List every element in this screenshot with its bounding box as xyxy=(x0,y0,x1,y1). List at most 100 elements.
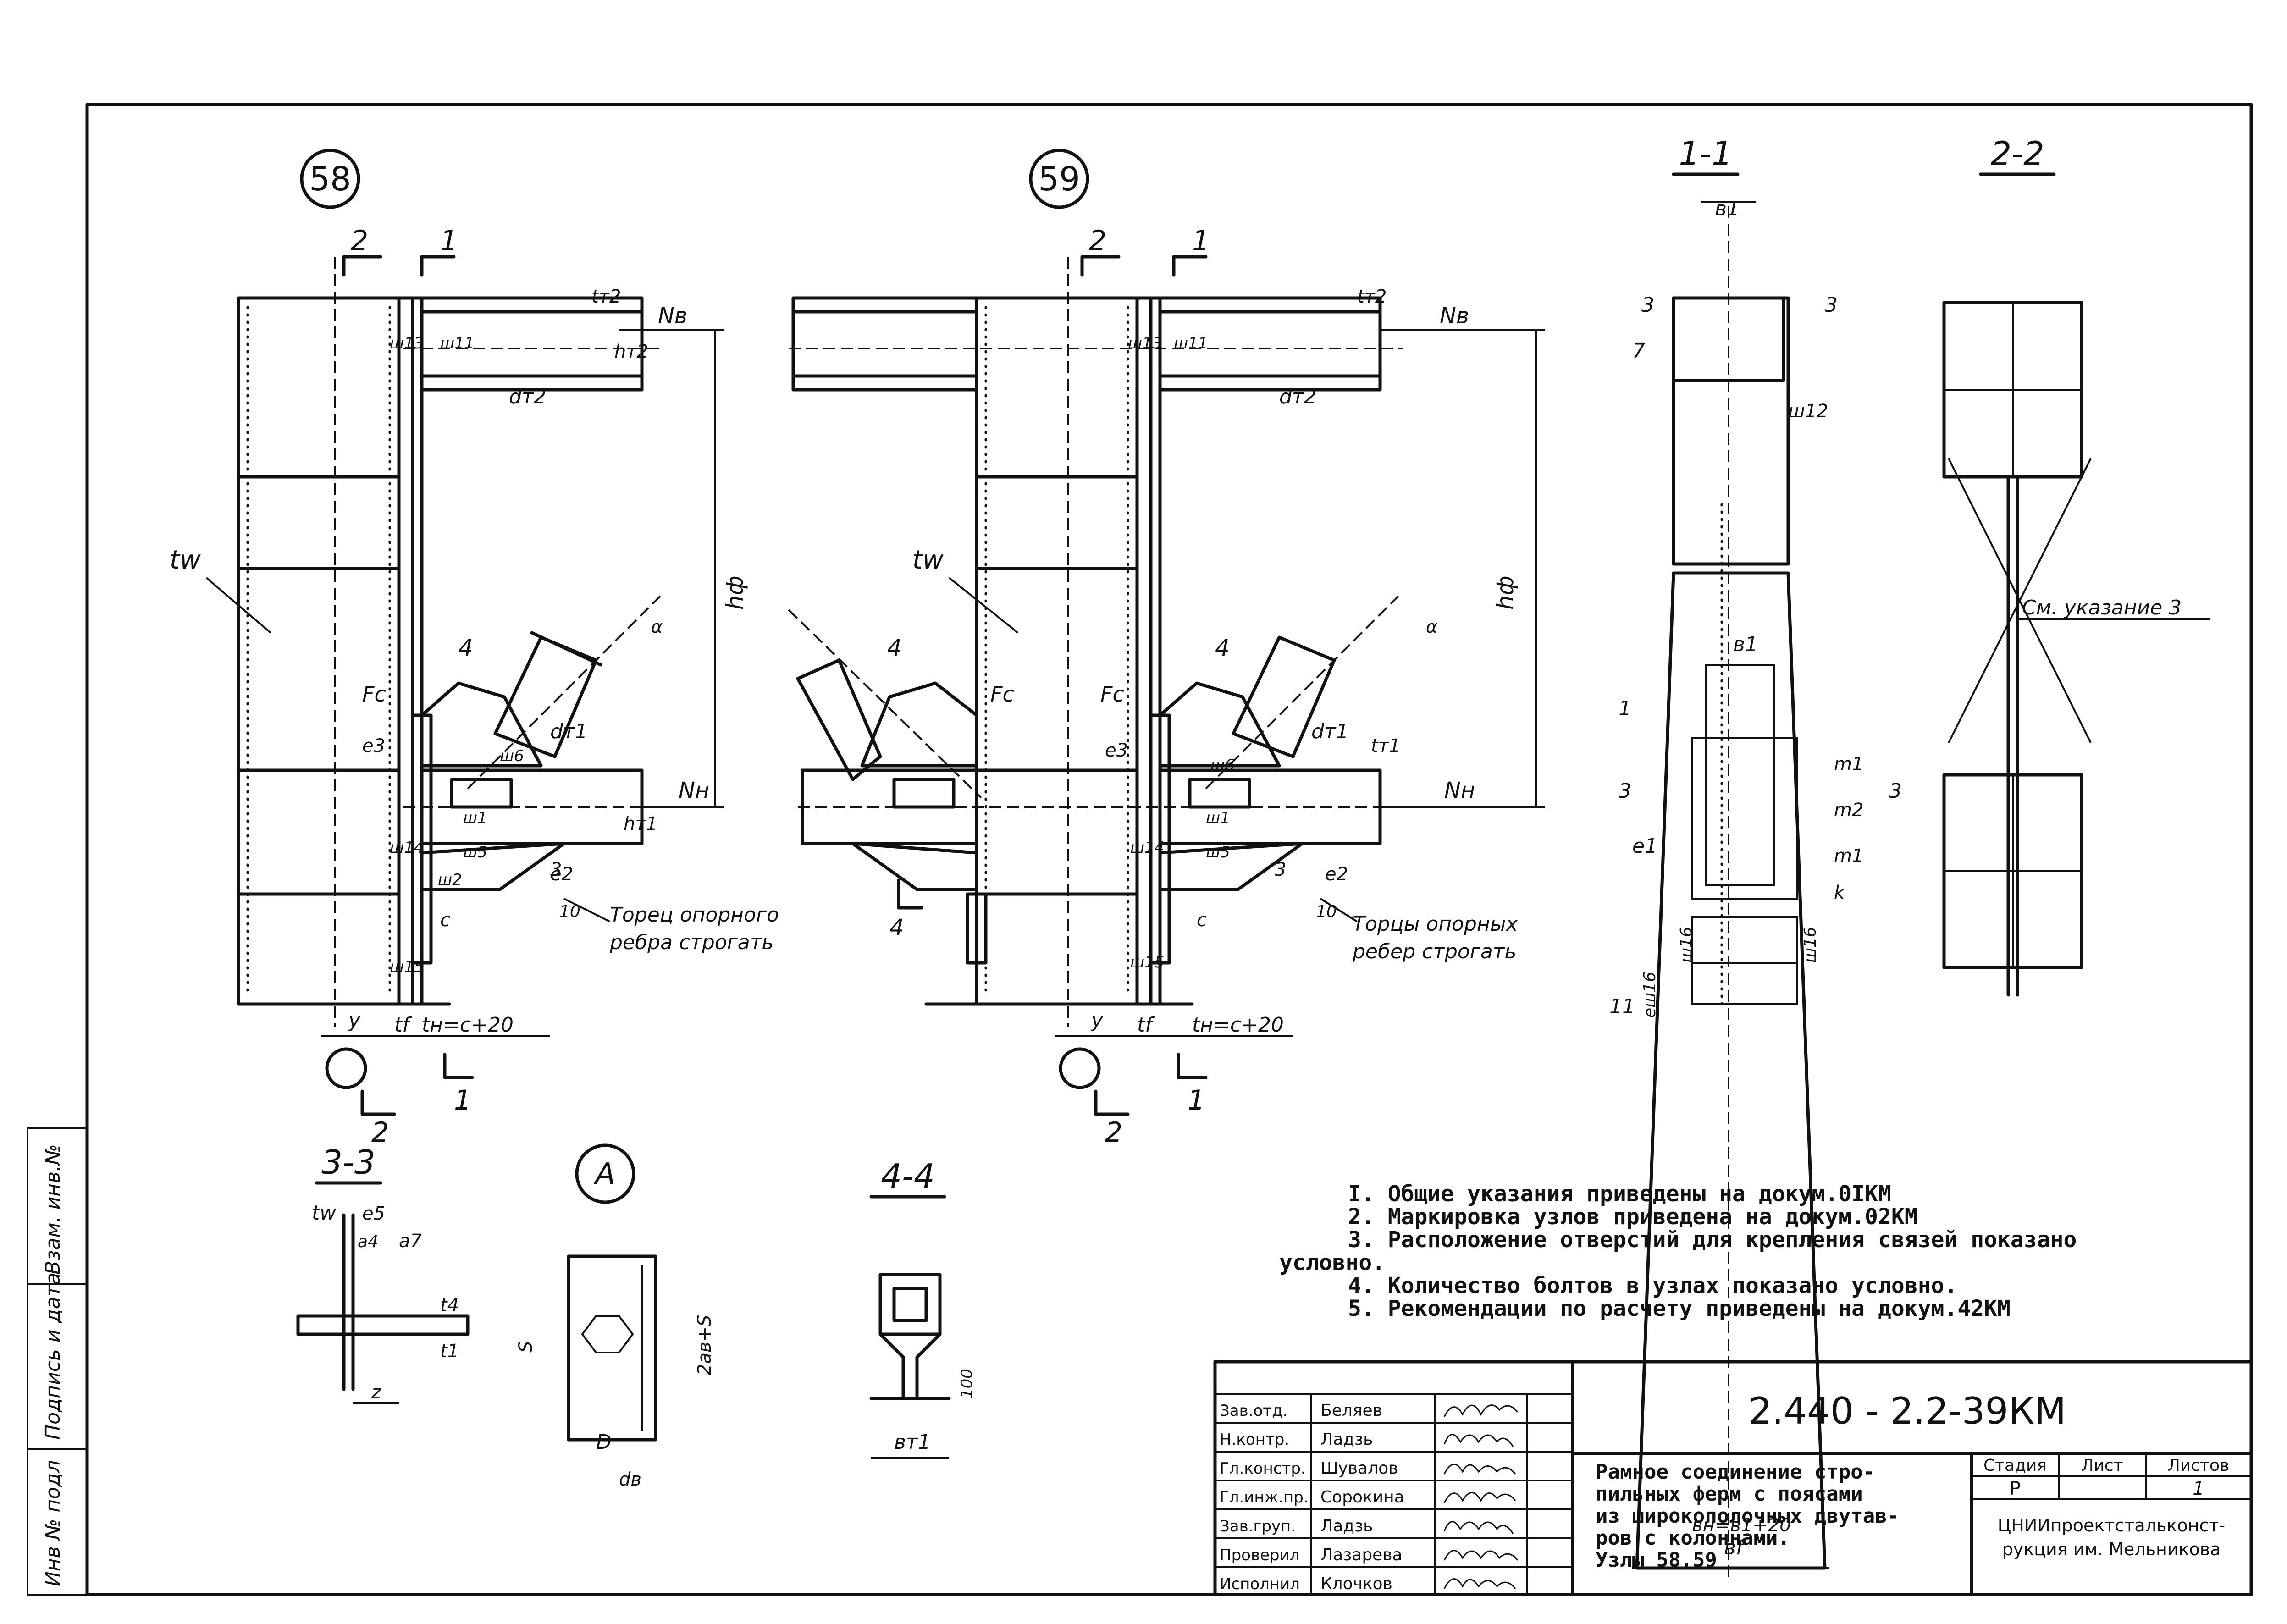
doc-code: 2.440 - 2.2-39КМ xyxy=(1749,1390,2066,1432)
svg-text:Сорокина: Сорокина xyxy=(1320,1488,1404,1507)
svg-text:k: k xyxy=(1834,882,1845,903)
svg-text:Клочков: Клочков xyxy=(1320,1574,1392,1593)
dim-hf-58: hф xyxy=(722,576,748,610)
svg-text:в1: в1 xyxy=(1715,197,1740,221)
node-58: 58 hф 2 xyxy=(170,149,779,1149)
svg-text:hт1: hт1 xyxy=(624,813,657,834)
svg-text:ш14: ш14 xyxy=(1130,839,1164,857)
svg-text:tт2: tт2 xyxy=(1357,286,1387,307)
detail-A: A S 2aв+S D dв xyxy=(515,1143,715,1490)
svg-text:α: α xyxy=(1426,617,1437,637)
svg-text:Зав.отд.: Зав.отд. xyxy=(1220,1402,1287,1420)
svg-text:4-4: 4-4 xyxy=(881,1157,935,1195)
svg-text:Н.контр.: Н.контр. xyxy=(1220,1431,1289,1449)
svg-text:11: 11 xyxy=(1609,995,1635,1018)
section-3-3: 3-3 tw e5 a7 a4 t4 t1 z xyxy=(296,1143,470,1404)
node-59-label: 59 xyxy=(1038,160,1080,198)
svg-text:dт1: dт1 xyxy=(550,720,588,743)
svg-text:ш13: ш13 xyxy=(1128,334,1162,353)
svg-text:tт2: tт2 xyxy=(591,286,621,307)
svg-text:dт2: dт2 xyxy=(1279,385,1317,409)
svg-text:ЦНИИпроектстальконст-: ЦНИИпроектстальконст- xyxy=(1998,1515,2225,1536)
svg-text:1-1: 1-1 xyxy=(1679,134,1733,173)
svg-text:ш16: ш16 xyxy=(1801,927,1820,963)
svg-text:dв: dв xyxy=(619,1469,641,1490)
svg-text:2: 2 xyxy=(1105,1116,1122,1149)
diagonal-59-left xyxy=(796,658,882,781)
callout-left-line2: ребра строгать xyxy=(609,931,773,954)
svg-text:2: 2 xyxy=(1089,225,1106,257)
svg-text:c: c xyxy=(1197,910,1207,931)
svg-text:Ладзь: Ладзь xyxy=(1320,1430,1373,1449)
callout-left-line1: Торец опорного xyxy=(610,903,779,927)
svg-text:3: 3 xyxy=(1825,293,1838,317)
svg-text:3: 3 xyxy=(550,859,562,880)
svg-text:hф: hф xyxy=(1492,576,1519,610)
side-stamp: Инв № подл Подпись и дата Взам. инв.№ xyxy=(27,1127,88,1596)
svg-text:Nв: Nв xyxy=(658,303,687,329)
note-3: 3. Расположение отверстий для крепления … xyxy=(1348,1227,2077,1253)
svg-text:Nв: Nв xyxy=(1440,303,1469,329)
svg-text:hт2: hт2 xyxy=(614,341,648,362)
stamp-replace: Взам. инв.№ xyxy=(41,1144,65,1275)
svg-text:Fc: Fc xyxy=(362,682,386,707)
svg-text:ш5: ш5 xyxy=(1206,843,1230,862)
svg-text:tн=с+20: tн=с+20 xyxy=(1192,1013,1284,1037)
svg-text:рукция им. Мельникова: рукция им. Мельникова xyxy=(2002,1539,2221,1559)
svg-text:4: 4 xyxy=(1215,635,1230,661)
svg-text:D: D xyxy=(596,1431,612,1454)
svg-text:3: 3 xyxy=(1889,779,1902,803)
svg-text:1: 1 xyxy=(454,1084,471,1116)
callout-see3: См. указание 3 xyxy=(2022,596,2182,619)
svg-text:Nн: Nн xyxy=(1444,778,1475,803)
svg-text:4: 4 xyxy=(459,635,473,661)
note-1: I. Общие указания приведены на докум.0IК… xyxy=(1348,1181,1891,1207)
svg-text:4: 4 xyxy=(889,914,904,941)
svg-text:dт1: dт1 xyxy=(1311,720,1349,743)
svg-text:ш16: ш16 xyxy=(1677,927,1696,963)
svg-text:ш1: ш1 xyxy=(1206,809,1230,827)
svg-text:a7: a7 xyxy=(399,1231,422,1252)
svg-text:e3: e3 xyxy=(362,735,385,757)
svg-text:c: c xyxy=(440,910,450,931)
svg-text:t4: t4 xyxy=(440,1295,459,1316)
note-5: 5. Рекомендации по расчету приведены на … xyxy=(1348,1296,2011,1321)
svg-text:2-2: 2-2 xyxy=(1990,134,2044,173)
stamp-inv: Инв № подл xyxy=(41,1460,65,1586)
svg-text:tw: tw xyxy=(312,1201,337,1225)
sheet-frame xyxy=(85,103,2253,1596)
svg-text:ш15: ш15 xyxy=(1130,953,1164,972)
svg-text:Ладзь: Ладзь xyxy=(1320,1517,1373,1536)
column-58 xyxy=(237,296,424,1006)
svg-text:Проверил: Проверил xyxy=(1220,1546,1299,1564)
svg-text:2aв+S: 2aв+S xyxy=(694,1315,715,1375)
svg-text:tт1: tт1 xyxy=(1371,735,1400,757)
svg-text:10: 10 xyxy=(1316,902,1337,921)
svg-text:tf: tf xyxy=(394,1013,412,1037)
svg-text:m1: m1 xyxy=(1834,845,1863,867)
svg-text:Р: Р xyxy=(2010,1478,2021,1499)
node-59-circle xyxy=(1029,149,1089,209)
svg-text:dт2: dт2 xyxy=(509,385,547,409)
title-line-3: из широкополочных двутав- xyxy=(1596,1504,1899,1528)
label-tw-58: tw xyxy=(170,545,201,575)
svg-text:Листов: Листов xyxy=(2168,1456,2229,1475)
svg-text:e2: e2 xyxy=(550,864,573,885)
general-notes: I. Общие указания приведены на докум.0IК… xyxy=(1279,1181,2077,1321)
node-58-circle xyxy=(300,149,360,209)
svg-text:y: y xyxy=(1090,1009,1104,1032)
node-58-label: 58 xyxy=(309,160,351,198)
svg-text:eш16: eш16 xyxy=(1641,972,1659,1018)
node-59: 59 xyxy=(788,149,1545,1149)
gusset-58 xyxy=(420,842,566,891)
svg-text:Лазарева: Лазарева xyxy=(1320,1546,1403,1564)
note-3b: условно. xyxy=(1279,1250,1385,1276)
svg-text:Nн: Nн xyxy=(679,778,709,803)
signatures xyxy=(1443,1404,1519,1589)
svg-text:ш6: ш6 xyxy=(500,747,524,765)
svg-text:Гл.инж.пр.: Гл.инж.пр. xyxy=(1220,1488,1309,1507)
svg-text:3: 3 xyxy=(1641,293,1654,317)
svg-text:z: z xyxy=(371,1382,381,1403)
svg-text:в1: в1 xyxy=(1733,633,1758,656)
svg-text:2: 2 xyxy=(371,1116,389,1149)
